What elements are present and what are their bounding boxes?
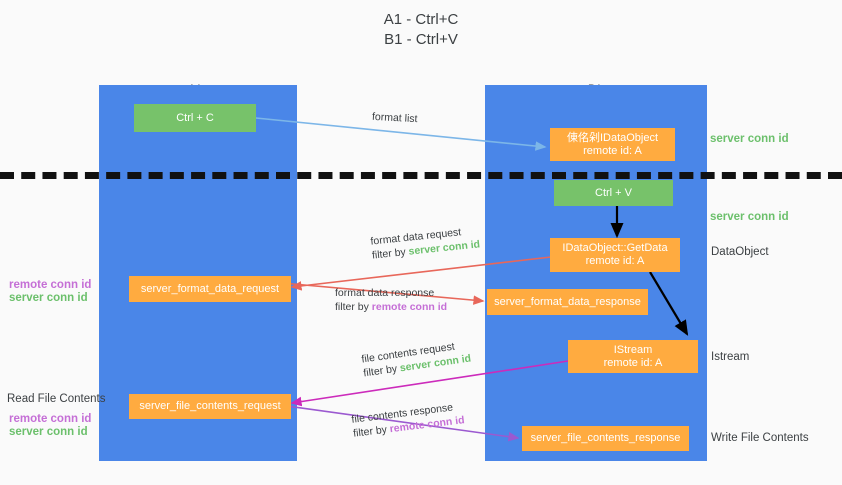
edge-label-format-data-response: format data response filter by remote co… xyxy=(335,286,447,314)
conn-id-remote: remote conn id xyxy=(371,301,448,313)
edge-label-format-list-text: format list xyxy=(371,110,418,126)
left-label-read-file-contents: Read File Contents xyxy=(7,393,106,405)
edge-label-format-data-response-line2: filter by remote conn id xyxy=(335,300,447,314)
phase-divider xyxy=(0,172,842,179)
edge-label-format-list: format list xyxy=(372,110,418,126)
node-ctrl-v[interactable]: Ctrl + V xyxy=(554,180,673,206)
right-label-server-conn-top: server conn id xyxy=(710,133,789,145)
node-server-file-contents-response[interactable]: server_file_contents_response xyxy=(522,426,689,451)
node-idataobject-top[interactable]: 倲佲剁IDataObject remote id: A xyxy=(550,128,675,161)
left-label-remote-conn-low: remote conn id xyxy=(9,413,92,425)
right-label-dataobject: DataObject xyxy=(711,246,769,258)
left-label-remote-conn-mid: remote conn id xyxy=(9,279,92,291)
edge-label-format-data-request: format data request filter by server con… xyxy=(370,223,481,262)
node-server-format-data-request[interactable]: server_format_data_request xyxy=(129,276,291,302)
filter-by-prefix: filter by xyxy=(362,362,401,380)
node-server-file-contents-request[interactable]: server_file_contents_request xyxy=(129,394,291,419)
filter-by-prefix: filter by xyxy=(371,245,410,262)
node-ctrl-c[interactable]: Ctrl + C xyxy=(134,104,256,132)
edge-label-file-contents-request: file contents request filter by server c… xyxy=(361,338,472,381)
edge-label-file-contents-response: file contents response filter by remote … xyxy=(351,399,466,440)
filter-by-prefix: filter by xyxy=(335,301,372,313)
node-istream[interactable]: IStream remote id: A xyxy=(568,340,698,373)
right-label-istream: Istream xyxy=(711,351,750,363)
edge-label-format-data-response-line1: format data response xyxy=(335,287,435,299)
left-label-server-conn-mid: server conn id xyxy=(9,292,88,304)
right-label-write-file-contents: Write File Contents xyxy=(711,432,809,444)
filter-by-prefix: filter by xyxy=(352,423,391,440)
node-idataobject-getdata[interactable]: IDataObject::GetData remote id: A xyxy=(550,238,680,272)
left-label-server-conn-low: server conn id xyxy=(9,426,88,438)
right-label-server-conn-mid: server conn id xyxy=(710,211,789,223)
diagram-title: A1 - Ctrl+C B1 - Ctrl+V xyxy=(383,11,459,48)
node-server-format-data-response[interactable]: server_format_data_response xyxy=(487,289,648,315)
